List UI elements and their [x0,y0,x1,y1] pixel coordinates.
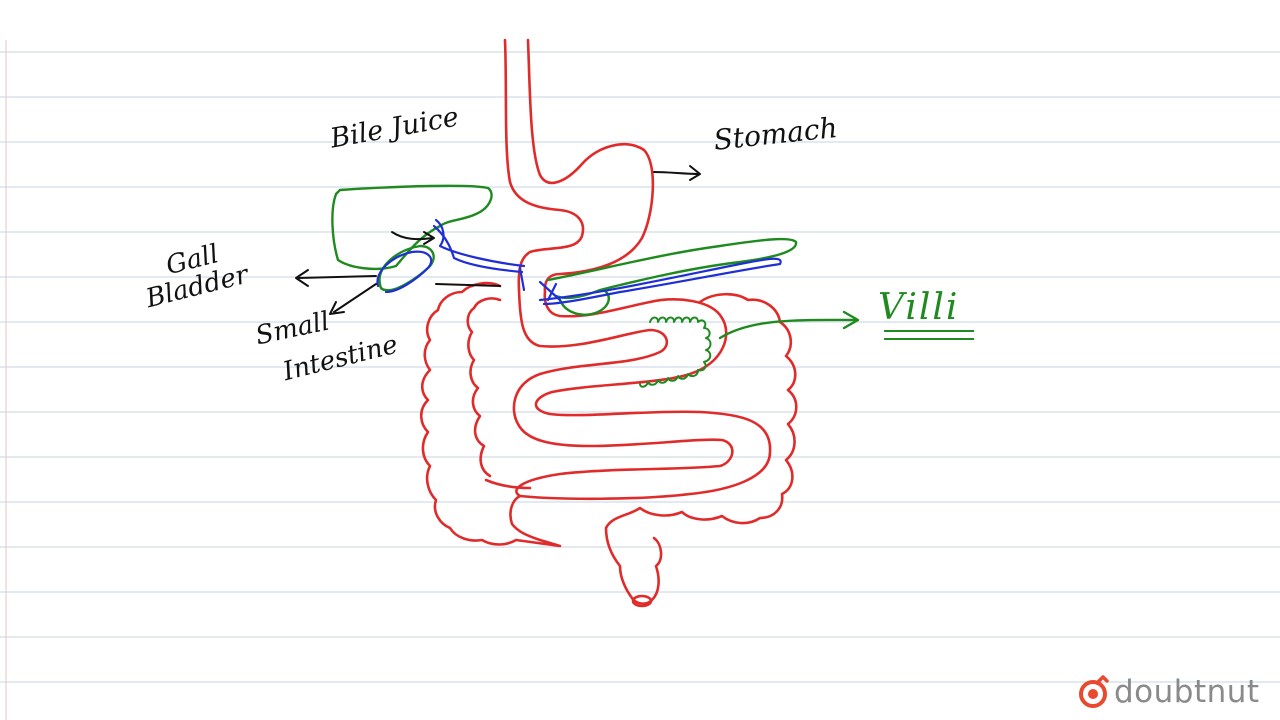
ruled-lines [0,51,1280,683]
villi-arrow-head [842,310,860,330]
villi-arrow-line [718,318,858,340]
gall-bladder-arrow [295,269,377,287]
label-arrows [295,165,701,315]
oesophagus-outer [503,38,585,292]
villi-underline [884,330,974,340]
brand-name: doubtnut [1114,674,1260,710]
small-intestine-coils [512,288,772,501]
villi-label: Villi [878,287,960,328]
oesophagus-inner [526,38,655,294]
colon-right [604,292,798,605]
ducts [376,218,782,306]
intestine-tail [484,478,532,490]
bile-juice-arrow [391,231,435,245]
small-intestine-arrow [329,283,377,315]
alimentary-canal [419,38,798,608]
pancreas-head [558,288,610,316]
gall-bladder-blue-outline [376,250,433,294]
anus-opening [631,594,653,608]
stomach-arrow [653,165,701,181]
pancreatic-duct [538,257,782,306]
intestine-pointer-line [435,283,501,287]
bile-duct [432,218,526,274]
duct-junction [518,266,562,302]
large-intestine-inner [466,297,502,478]
villi-folds [639,316,712,388]
doubtnut-logo-icon [1079,675,1109,708]
accessory-organs [331,184,860,388]
pancreas-outline [546,237,798,300]
doubtnut-watermark: doubtnut [1076,672,1260,712]
large-intestine-outline [419,281,562,548]
